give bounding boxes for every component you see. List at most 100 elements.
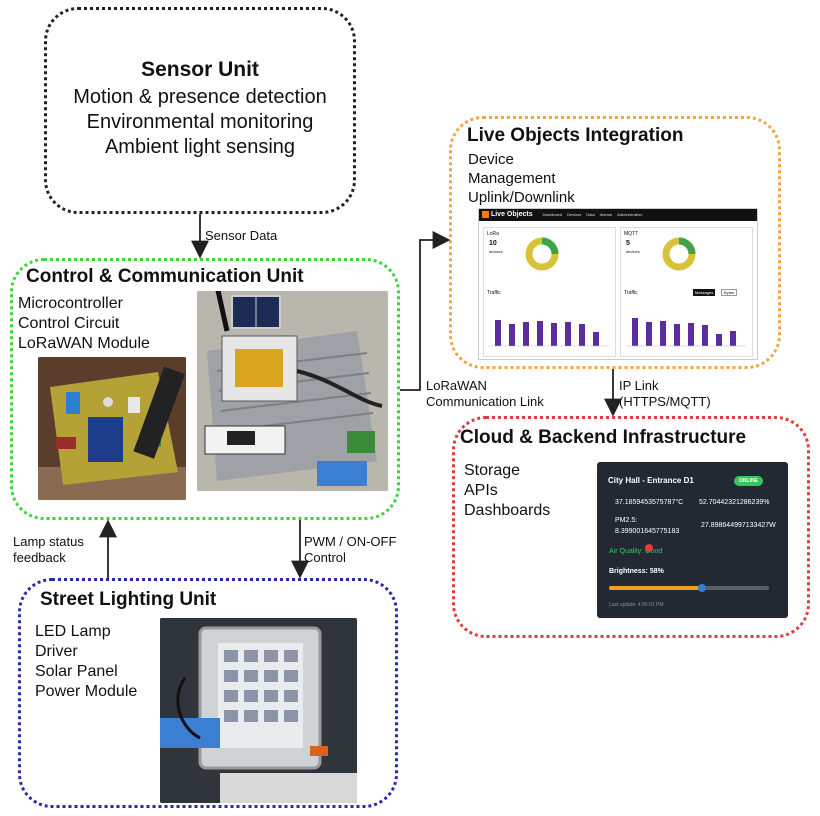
sensor-unit-box bbox=[44, 7, 356, 214]
label-pwm: PWM / ON-OFF Control bbox=[304, 534, 396, 567]
dash-right-count-unit: devices bbox=[626, 249, 640, 254]
live-line-2: Management bbox=[468, 169, 556, 187]
led-lamp-icon bbox=[160, 618, 357, 803]
dash-left-bars bbox=[489, 320, 609, 347]
dash-panel-right: MQTT 5 devices Traffic Messages Bytes bbox=[620, 227, 753, 357]
dash-bar bbox=[660, 321, 666, 346]
street-line-1: LED Lamp bbox=[35, 623, 111, 640]
dash-bar bbox=[551, 323, 557, 346]
circuit-board-icon bbox=[38, 357, 186, 500]
dash-topbar: Live Objects Dashboard Devices Data Alar… bbox=[479, 209, 757, 221]
dash-bar bbox=[674, 324, 680, 346]
label-lorawan-2: Communication Link bbox=[426, 394, 544, 410]
live-line-1: Device bbox=[468, 151, 514, 168]
label-lamp-status: Lamp status feedback bbox=[13, 534, 84, 567]
cloud-line-1: Storage bbox=[464, 462, 521, 479]
widget-last-update: Last update: 4:05:01 PM bbox=[609, 602, 664, 608]
dash-bar bbox=[702, 325, 708, 346]
control-line-3: LoRaWAN Module bbox=[18, 335, 150, 352]
widget-power: 27.898644997133427W bbox=[701, 522, 776, 529]
sensor-line-3: Ambient light sensing bbox=[104, 136, 296, 158]
label-ip-link-1: IP Link bbox=[619, 378, 659, 393]
sensor-line-1: Motion & presence detection bbox=[73, 86, 327, 108]
enclosure-photo bbox=[197, 291, 388, 491]
dash-right-label: MQTT bbox=[624, 231, 639, 237]
dash-bar bbox=[509, 324, 515, 346]
label-lorawan-1: LoRaWAN bbox=[426, 378, 487, 393]
street-line-2: Driver bbox=[35, 643, 78, 660]
sensor-line-2: Environmental monitoring bbox=[86, 111, 314, 133]
label-ip-link: IP Link (HTTPS/MQTT) bbox=[619, 378, 711, 411]
street-line-4: Power Module bbox=[35, 683, 138, 700]
control-unit-lines: Microcontroller Control Circuit LoRaWAN … bbox=[18, 294, 150, 354]
dash-bar bbox=[646, 322, 652, 346]
cloud-line-3: Dashboards bbox=[464, 502, 551, 519]
widget-brightness: Brightness: 58% bbox=[609, 568, 664, 575]
widget-air-quality: Air Quality: Good bbox=[609, 548, 663, 555]
dash-app-name: Live Objects bbox=[490, 211, 533, 218]
dash-bytes-button[interactable]: Bytes bbox=[721, 289, 738, 296]
dash-left-count-unit: devices bbox=[489, 249, 503, 254]
dash-right-traffic: Traffic bbox=[624, 290, 638, 296]
dash-nav-4[interactable]: Alarms bbox=[599, 212, 613, 217]
control-line-1: Microcontroller bbox=[18, 295, 123, 312]
dash-messages-button[interactable]: Messages bbox=[693, 289, 716, 296]
label-pwm-2: Control bbox=[304, 550, 346, 566]
cloud-dashboard-widget: City Hall - Entrance D1 ONLINE 37.185945… bbox=[597, 462, 788, 618]
widget-temperature: 37.1859453575787°C bbox=[615, 499, 684, 506]
live-objects-dashboard: Live Objects Dashboard Devices Data Alar… bbox=[478, 208, 758, 360]
cloud-lines: Storage APIs Dashboards bbox=[464, 461, 550, 521]
widget-location: City Hall - Entrance D1 bbox=[608, 476, 694, 485]
dash-bar bbox=[523, 322, 529, 346]
dash-nav-3[interactable]: Data bbox=[586, 212, 595, 217]
alert-dot-icon bbox=[645, 544, 653, 552]
dash-bar bbox=[565, 322, 571, 346]
dash-bar bbox=[716, 334, 722, 346]
dash-bar bbox=[730, 331, 736, 346]
dash-left-donut bbox=[525, 237, 559, 271]
brightness-slider[interactable] bbox=[609, 584, 769, 592]
dash-nav-2[interactable]: Devices bbox=[567, 212, 582, 217]
dash-bar bbox=[495, 320, 501, 346]
widget-pm25-label: PM2.5: bbox=[615, 517, 638, 524]
orange-logo-icon bbox=[482, 210, 489, 218]
cloud-box bbox=[452, 416, 810, 638]
control-unit-title: Control & Communication Unit bbox=[26, 266, 304, 287]
label-lorawan: LoRaWAN Communication Link bbox=[426, 378, 544, 411]
circuit-board-photo bbox=[38, 357, 186, 500]
dash-left-count: 10 bbox=[489, 240, 497, 247]
dash-nav-5[interactable]: Administration bbox=[617, 212, 643, 217]
widget-status-badge: ONLINE bbox=[734, 476, 763, 486]
brightness-fill bbox=[609, 586, 702, 590]
dash-bar bbox=[632, 318, 638, 346]
widget-humidity: 52.70442321286239% bbox=[699, 499, 770, 506]
label-pwm-1: PWM / ON-OFF bbox=[304, 534, 397, 549]
street-unit-title: Street Lighting Unit bbox=[40, 589, 217, 610]
brightness-knob[interactable] bbox=[697, 584, 706, 592]
cloud-title: Cloud & Backend Infrastructure bbox=[460, 427, 747, 448]
street-line-3: Solar Panel bbox=[35, 663, 118, 680]
dash-right-bars bbox=[626, 318, 746, 347]
dash-right-count: 5 bbox=[626, 240, 630, 247]
dash-nav-1[interactable]: Dashboard bbox=[542, 212, 563, 217]
dash-bar bbox=[579, 324, 585, 346]
arrow-control-to-live bbox=[400, 231, 451, 391]
widget-pm25-value: 8.399001645775183 bbox=[615, 528, 680, 535]
dash-panel-left: LoRa 10 devices Traffic bbox=[483, 227, 616, 357]
dash-bar bbox=[537, 321, 543, 346]
control-line-2: Control Circuit bbox=[18, 315, 120, 332]
dash-bar bbox=[688, 323, 694, 346]
street-unit-lines: LED Lamp Driver Solar Panel Power Module bbox=[35, 622, 137, 702]
label-ip-link-2: (HTTPS/MQTT) bbox=[619, 394, 711, 410]
label-lamp-status-1: Lamp status bbox=[13, 534, 84, 549]
dash-left-traffic: Traffic bbox=[487, 290, 501, 296]
live-objects-lines: Device Management Uplink/Downlink bbox=[468, 151, 575, 207]
control-unit-box bbox=[10, 258, 400, 520]
street-unit-box bbox=[18, 578, 398, 808]
cloud-line-2: APIs bbox=[464, 482, 498, 499]
sensor-unit-lines: Motion & presence detection Environmenta… bbox=[44, 85, 356, 160]
label-lamp-status-2: feedback bbox=[13, 550, 66, 566]
label-sensor-data: Sensor Data bbox=[205, 228, 278, 243]
live-line-3: Uplink/Downlink bbox=[468, 188, 575, 206]
